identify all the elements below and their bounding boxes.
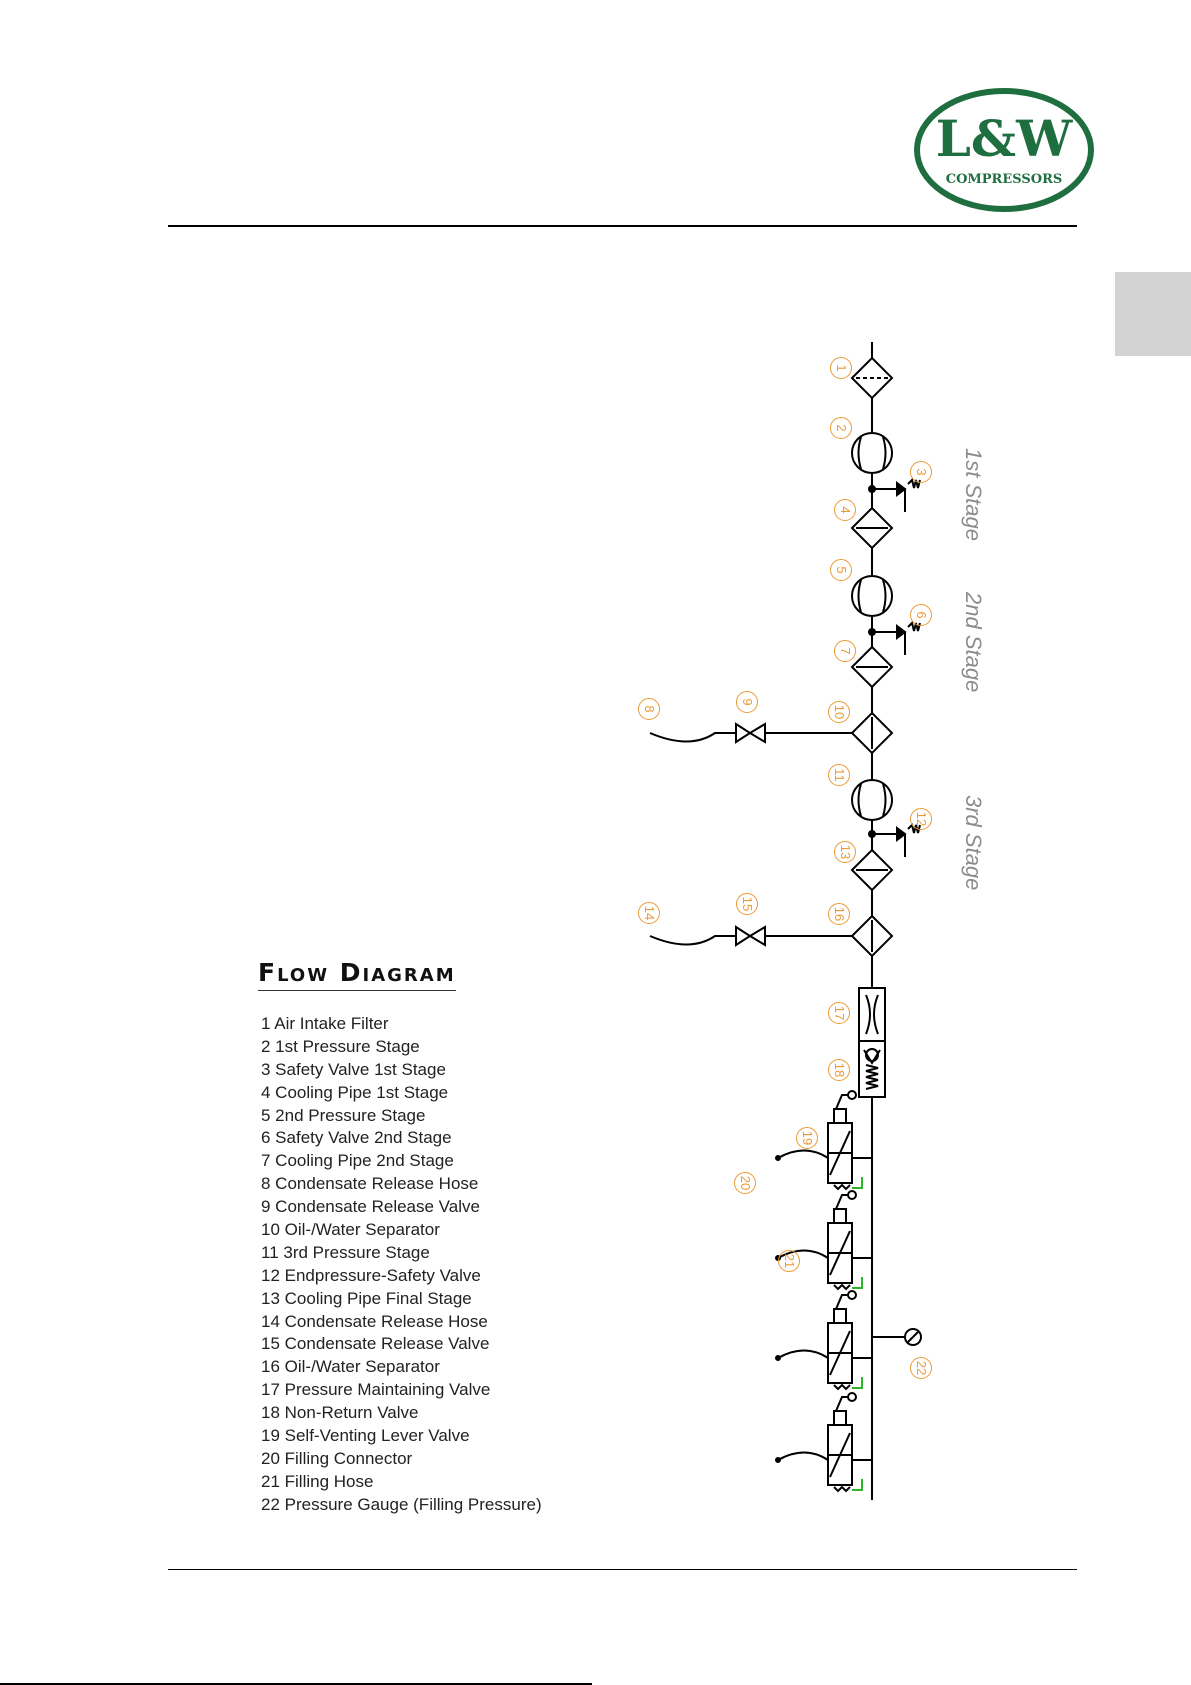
filling-valve-unit xyxy=(775,1290,872,1391)
safety-valve-1st-stage-symbol xyxy=(868,478,921,512)
logo-subtitle: COMPRESSORS xyxy=(946,172,1063,187)
callout-17: 17 xyxy=(828,1002,850,1024)
callout-11: 11 xyxy=(828,764,850,786)
endpressure-safety-valve-symbol xyxy=(868,823,921,857)
cooling-pipe-final-stage-symbol xyxy=(850,848,894,892)
header-rule xyxy=(168,225,1077,227)
callout-16: 16 xyxy=(828,903,850,925)
legend-item: 3 Safety Valve 1st Stage xyxy=(261,1059,446,1079)
legend-item: 7 Cooling Pipe 2nd Stage xyxy=(261,1151,454,1171)
condensate-release-hose-2-symbol xyxy=(649,935,736,946)
legend-item: 12 Endpressure-Safety Valve xyxy=(261,1265,481,1285)
filling-valve-unit xyxy=(775,1190,872,1291)
callout-13: 13 xyxy=(834,841,856,863)
first-pressure-stage-symbol xyxy=(851,432,893,474)
filling-valve-unit xyxy=(775,1090,872,1191)
legend-item: 11 3rd Pressure Stage xyxy=(261,1242,430,1262)
condensate-release-hose-1-symbol xyxy=(649,732,736,743)
callout-3: 3 xyxy=(910,461,932,483)
callout-21: 21 xyxy=(778,1250,800,1272)
pressure-maintaining-valve-symbol xyxy=(858,987,886,1042)
cooling-pipe-2nd-stage-symbol xyxy=(850,645,894,689)
callout-4: 4 xyxy=(834,499,856,521)
legend-item: 2 1st Pressure Stage xyxy=(261,1036,420,1056)
oil-water-separator-2-symbol xyxy=(850,914,894,958)
legend: Flow Diagram 1 Air Intake Filter 2 1st P… xyxy=(258,958,578,1514)
callout-5: 5 xyxy=(830,559,852,581)
callout-9: 9 xyxy=(736,691,758,713)
footer-rule xyxy=(168,1569,1077,1570)
legend-item: 10 Oil-/Water Separator xyxy=(261,1220,440,1240)
lw-compressors-logo: L&W COMPRESSORS xyxy=(914,88,1094,212)
stage-label-3rd: 3rd Stage xyxy=(961,795,986,891)
callout-12: 12 xyxy=(910,808,932,830)
callout-15: 15 xyxy=(736,893,758,915)
legend-item: 8 Condensate Release Hose xyxy=(261,1174,479,1194)
legend-item: 22 Pressure Gauge (Filling Pressure) xyxy=(261,1494,542,1514)
air-intake-filter-symbol xyxy=(850,356,894,400)
callout-10: 10 xyxy=(828,701,850,723)
callout-20: 20 xyxy=(734,1172,756,1194)
legend-list: 1 Air Intake Filter 2 1st Pressure Stage… xyxy=(261,1013,542,1517)
legend-item: 1 Air Intake Filter xyxy=(261,1014,389,1033)
legend-item: 15 Condensate Release Valve xyxy=(261,1334,490,1354)
legend-item: 13 Cooling Pipe Final Stage xyxy=(261,1288,472,1308)
legend-item: 5 2nd Pressure Stage xyxy=(261,1105,426,1125)
callout-1: 1 xyxy=(830,357,852,379)
legend-item: 18 Non-Return Valve xyxy=(261,1403,419,1423)
second-pressure-stage-symbol xyxy=(851,575,893,617)
callout-19: 19 xyxy=(796,1127,818,1149)
callout-6: 6 xyxy=(910,604,932,626)
condensate-release-valve-1-symbol xyxy=(735,722,766,744)
stage-label-2nd: 2nd Stage xyxy=(961,592,986,693)
legend-item: 4 Cooling Pipe 1st Stage xyxy=(261,1082,449,1102)
callout-22: 22 xyxy=(910,1357,932,1379)
section-tab xyxy=(1115,272,1191,356)
third-pressure-stage-symbol xyxy=(851,779,893,821)
callout-7: 7 xyxy=(834,640,856,662)
footer-bar xyxy=(0,1683,592,1685)
legend-title: Flow Diagram xyxy=(258,958,456,991)
legend-item: 14 Condensate Release Hose xyxy=(261,1311,488,1331)
callout-14: 14 xyxy=(638,902,660,924)
safety-valve-2nd-stage-symbol xyxy=(868,621,921,655)
callout-18: 18 xyxy=(828,1059,850,1081)
logo-brand: L&W xyxy=(936,109,1073,168)
legend-item: 19 Self-Venting Lever Valve xyxy=(261,1426,470,1446)
condensate-release-valve-2-symbol xyxy=(735,925,766,947)
legend-item: 16 Oil-/Water Separator xyxy=(261,1357,440,1377)
legend-item: 17 Pressure Maintaining Valve xyxy=(261,1380,491,1400)
legend-item: 6 Safety Valve 2nd Stage xyxy=(261,1128,452,1148)
cooling-pipe-1st-stage-symbol xyxy=(850,506,894,550)
stage-label-1st: 1st Stage xyxy=(961,448,986,541)
callout-2: 2 xyxy=(830,417,852,439)
legend-item: 9 Condensate Release Valve xyxy=(261,1197,480,1217)
filling-valve-unit xyxy=(775,1392,872,1493)
legend-item: 21 Filling Hose xyxy=(261,1471,374,1491)
oil-water-separator-1-symbol xyxy=(850,711,894,755)
pressure-gauge-symbol xyxy=(872,1328,922,1346)
legend-item: 20 Filling Connector xyxy=(261,1448,413,1468)
non-return-valve-symbol xyxy=(858,1040,886,1098)
callout-8: 8 xyxy=(638,698,660,720)
